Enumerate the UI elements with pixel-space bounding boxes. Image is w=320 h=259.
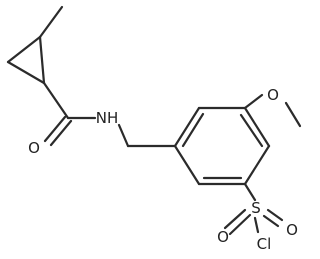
methyl-bond bbox=[38, 5, 64, 39]
sulfur-to-chlorine-bond bbox=[253, 216, 260, 234]
sulfonyl-oxygen-right-label: O bbox=[286, 221, 298, 239]
carbonyl-double-bond-b bbox=[49, 119, 73, 147]
ring-to-methoxy-oxygen-bond bbox=[243, 93, 264, 110]
aromatic-inner-bond-2 bbox=[239, 113, 264, 148]
aromatic-inner-bond-1 bbox=[181, 112, 205, 148]
benzene-bond-3 bbox=[243, 106, 271, 148]
ring-to-sulfur-bond bbox=[243, 182, 257, 202]
benzene-bond-4 bbox=[243, 144, 271, 186]
cyclopropane-bond-1 bbox=[6, 35, 42, 64]
amide-oxygen-label: O bbox=[28, 139, 40, 157]
chlorine-label: Cl bbox=[257, 235, 272, 253]
sulfur-oxygen-right-double-bond-a bbox=[266, 208, 284, 222]
cyclopropane-bond-2 bbox=[6, 60, 46, 85]
nitrogen-to-methylene-bond bbox=[117, 123, 130, 148]
sulfur-label: S bbox=[251, 199, 261, 217]
structural-formula: O NH O S O O Cl bbox=[6, 5, 302, 253]
sulfonyl-oxygen-left-label: O bbox=[217, 228, 229, 246]
sulfur-oxygen-double-bond-b bbox=[228, 213, 252, 236]
sulfur-oxygen-right-double-bond-b bbox=[262, 214, 280, 228]
cyclopropane-bond-3 bbox=[38, 35, 46, 85]
methoxy-oxygen-label: O bbox=[267, 86, 279, 104]
sulfur-oxygen-double-bond-a bbox=[223, 208, 247, 230]
methoxy-methyl-bond bbox=[284, 101, 302, 128]
ring-to-carbonyl-bond bbox=[42, 81, 70, 120]
amide-nitrogen-label: NH bbox=[96, 109, 119, 127]
benzene-bond-1 bbox=[173, 106, 201, 148]
carbonyl-double-bond-a bbox=[43, 115, 67, 143]
benzene-bond-6 bbox=[173, 144, 201, 186]
